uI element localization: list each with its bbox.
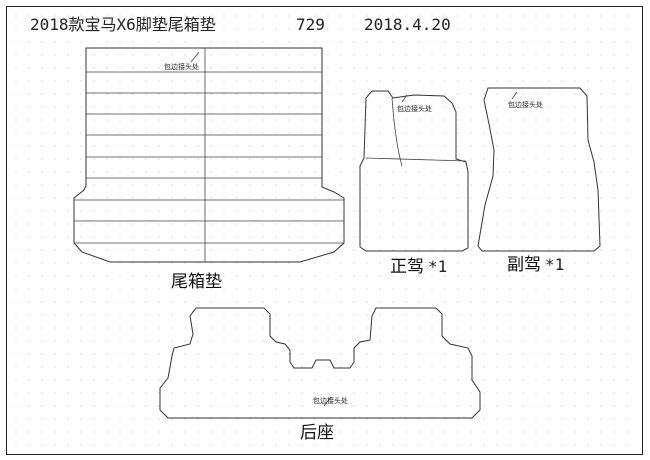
passenger-mat: 包边接头处 副驾 *1 (477, 87, 601, 275)
passenger-label: 副驾 (507, 255, 541, 275)
rear-mat: 包边接头处 后座 (159, 307, 481, 443)
driver-qty: *1 (428, 257, 447, 276)
frame-border (6, 6, 643, 455)
title-date: 2018.4.20 (364, 15, 451, 34)
trunk-label: 尾箱垫 (171, 272, 222, 292)
title-number: 729 (296, 15, 325, 34)
passenger-qty: *1 (545, 255, 564, 274)
driver-label: 正驾 (390, 257, 424, 277)
driver-note: 包边接头处 (397, 104, 432, 113)
driver-mat: 包边接头处 正驾 *1 (359, 90, 469, 277)
passenger-note: 包边接头处 (508, 100, 543, 109)
rear-label: 后座 (300, 423, 334, 443)
trunk-mat: 包边接头处 尾箱垫 (73, 47, 345, 292)
title-model: 2018款宝马X6脚垫尾箱垫 (30, 15, 216, 34)
dot-grid (15, 15, 628, 446)
trunk-note: 包边接头处 (164, 62, 199, 71)
rear-note: 包边接头处 (313, 396, 348, 405)
